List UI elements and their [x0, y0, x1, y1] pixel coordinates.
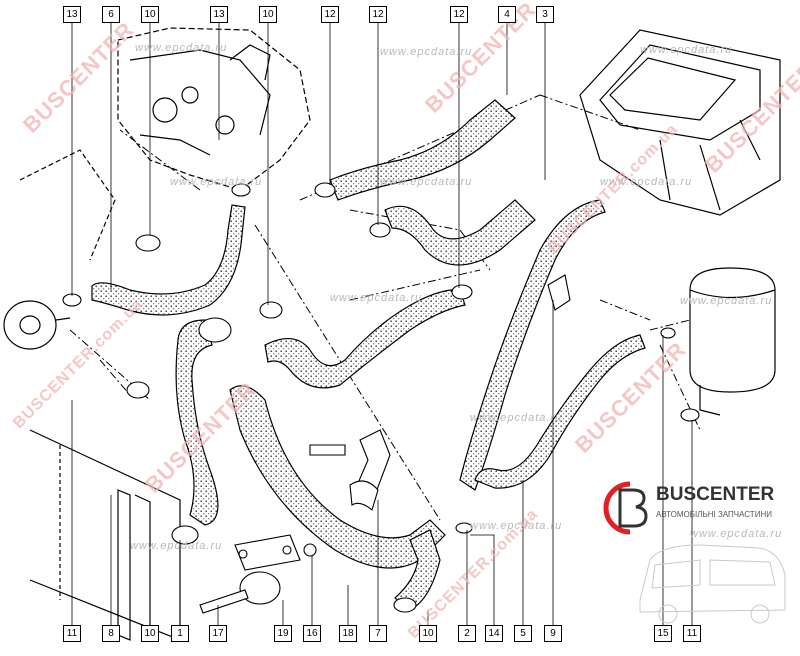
- watermark-epc-7: www.epcdata.ru: [330, 292, 423, 304]
- callout-bottom-19: 19: [274, 625, 292, 642]
- watermark-epc-3: www.epcdata.ru: [640, 44, 733, 56]
- callout-bottom-16: 16: [303, 625, 321, 642]
- callout-top-6: 6: [102, 6, 120, 23]
- watermark-epc-12: www.epcdata.ru: [690, 528, 783, 540]
- watermark-epc-5: www.epcdata.ru: [380, 176, 473, 188]
- callout-bottom-2: 2: [458, 625, 476, 642]
- watermark-epc-10: www.epcdata.ru: [130, 540, 223, 552]
- callout-top-4: 4: [498, 6, 516, 23]
- engine-block: [117, 27, 311, 191]
- callout-bottom-5: 5: [514, 625, 532, 642]
- watermark-epc-2: www.epcdata.ru: [380, 46, 473, 58]
- callout-top-12c: 12: [450, 6, 468, 23]
- callout-bottom-11a: 11: [63, 625, 81, 642]
- callout-bottom-17: 17: [209, 625, 227, 642]
- callout-top-3: 3: [536, 6, 554, 23]
- callout-bottom-11b: 11: [683, 625, 701, 642]
- callout-bottom-15: 15: [654, 625, 672, 642]
- callout-top-13a: 13: [63, 6, 81, 23]
- watermark-epc-8: www.epcdata.ru: [680, 295, 773, 307]
- callout-bottom-18: 18: [339, 625, 357, 642]
- logo-mark-icon: [603, 481, 648, 535]
- callout-top-10b: 10: [259, 6, 277, 23]
- callout-top-10a: 10: [141, 6, 159, 23]
- brand-subtitle: АВТОМОБІЛЬНІ ЗАПЧАСТИНИ: [656, 510, 772, 519]
- callout-top-12a: 12: [321, 6, 339, 23]
- expansion-tank: [689, 267, 776, 416]
- callout-bottom-10b: 10: [419, 625, 437, 642]
- oil-cooler: [3, 149, 116, 350]
- callout-bottom-7: 7: [369, 625, 387, 642]
- callout-top-12b: 12: [369, 6, 387, 23]
- callout-bottom-14: 14: [485, 625, 503, 642]
- watermark-epc-1: www.epcdata.ru: [135, 42, 228, 54]
- callout-top-13b: 13: [210, 6, 228, 23]
- watermark-epc-11: www.epcdata.ru: [470, 520, 563, 532]
- brand-logo: BUSCENTER АВТОМОБІЛЬНІ ЗАПЧАСТИНИ: [600, 478, 800, 548]
- watermark-epc-6: www.epcdata.ru: [600, 176, 693, 188]
- brand-name: BUSCENTER: [656, 484, 775, 505]
- callout-bottom-1: 1: [171, 625, 189, 642]
- callout-bottom-10a: 10: [141, 625, 159, 642]
- heater-box: [579, 29, 781, 216]
- callout-bottom-8: 8: [102, 625, 120, 642]
- watermark-epc-4: www.epcdata.ru: [170, 176, 263, 188]
- callout-bottom-9: 9: [544, 625, 562, 642]
- watermark-epc-9: www.epcdata.ru: [470, 412, 563, 424]
